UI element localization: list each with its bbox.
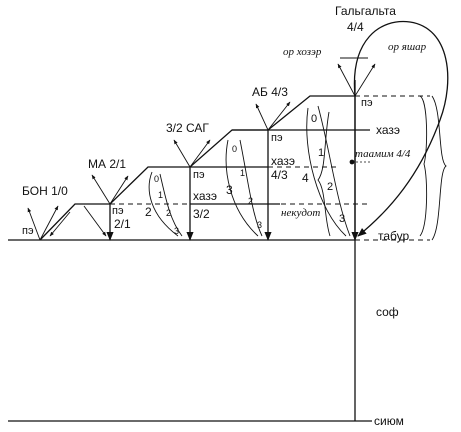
sag-stage-0: 0 [154, 174, 159, 184]
sag-arrow-up2 [189, 139, 211, 168]
ma-pe-label: пэ [112, 205, 124, 217]
sag-stage-2: 2 [166, 208, 171, 218]
gal-left-brace [317, 111, 331, 237]
gal-stage-2: 2 [327, 181, 333, 193]
bon-label: БОН 1/0 [22, 184, 68, 198]
gal-stage-0: 0 [311, 113, 317, 125]
or-yashar-label: ор яшар [388, 41, 427, 53]
or-khozer-label: ор хозэр [283, 46, 322, 58]
ma-label: МА 2/1 [88, 157, 126, 171]
ab-stage-0: 0 [232, 144, 237, 154]
ab-stage-2: 2 [248, 196, 253, 206]
ab-stage-3: 3 [257, 220, 262, 230]
sag-big-number: 2 [145, 205, 152, 219]
gal-stage-1: 1 [318, 147, 324, 159]
taamim-label: таамим 4/4 [355, 148, 411, 160]
bon-arrow-down [49, 211, 71, 237]
ab-arrow-up2 [267, 101, 291, 131]
ab-stage-loop [225, 139, 259, 237]
sag-pe-label: пэ [193, 169, 205, 181]
right-brace [419, 95, 428, 237]
ab-stage-1: 1 [240, 168, 245, 178]
or-khozer-arrow [337, 63, 356, 97]
ma-arrow-down [83, 205, 107, 237]
ma-arrow-up2 [109, 175, 129, 205]
ab-arrow-up [255, 103, 269, 131]
gal-stage-loop2 [317, 105, 351, 237]
ab-stage-loop2 [239, 139, 263, 237]
ab-frac-label: 4/3 [271, 168, 288, 182]
gal-pe-label: пэ [361, 97, 373, 109]
ab-big-number: 3 [226, 183, 233, 197]
bon-arrow-up [27, 207, 41, 241]
far-right-brace [431, 95, 447, 241]
sof-label: соф [376, 305, 399, 319]
bon-arrow-up2 [39, 205, 59, 241]
gal-stage-loop [306, 107, 347, 237]
or-yashar-arrow [354, 63, 376, 97]
galgalta-loop [353, 20, 449, 237]
galgalta-title: Гальгальта [335, 4, 396, 18]
sag-label: 3/2 САГ [166, 121, 209, 135]
ab-label: АБ 4/3 [252, 85, 288, 99]
sag-stage-3: 3 [174, 226, 179, 236]
ab-pe-label: пэ [271, 132, 283, 144]
sag-arrow-up [173, 139, 191, 168]
ma-arrow-up [91, 174, 111, 205]
ab-hazeh-label: хазэ [271, 154, 295, 168]
sag-hazeh-label: хазэ [193, 189, 217, 203]
gal-stage-3: 3 [339, 213, 345, 225]
gal-big-number: 4 [302, 171, 309, 185]
nekudot-label: некудот [281, 207, 320, 219]
sag-stage-loop2 [159, 173, 183, 237]
sag-stage-loop [148, 171, 179, 237]
pe-left-label: пэ [22, 225, 34, 237]
galgalta-fraction: 4/4 [347, 20, 364, 34]
sag-stage-1: 1 [158, 190, 163, 200]
siyum-label: сиюм [374, 414, 404, 428]
tabur-label: табур [378, 229, 410, 243]
ma-frac-label: 2/1 [114, 217, 131, 231]
hazeh-right-label: хазэ [376, 123, 400, 137]
sag-frac-label: 3/2 [193, 207, 210, 221]
